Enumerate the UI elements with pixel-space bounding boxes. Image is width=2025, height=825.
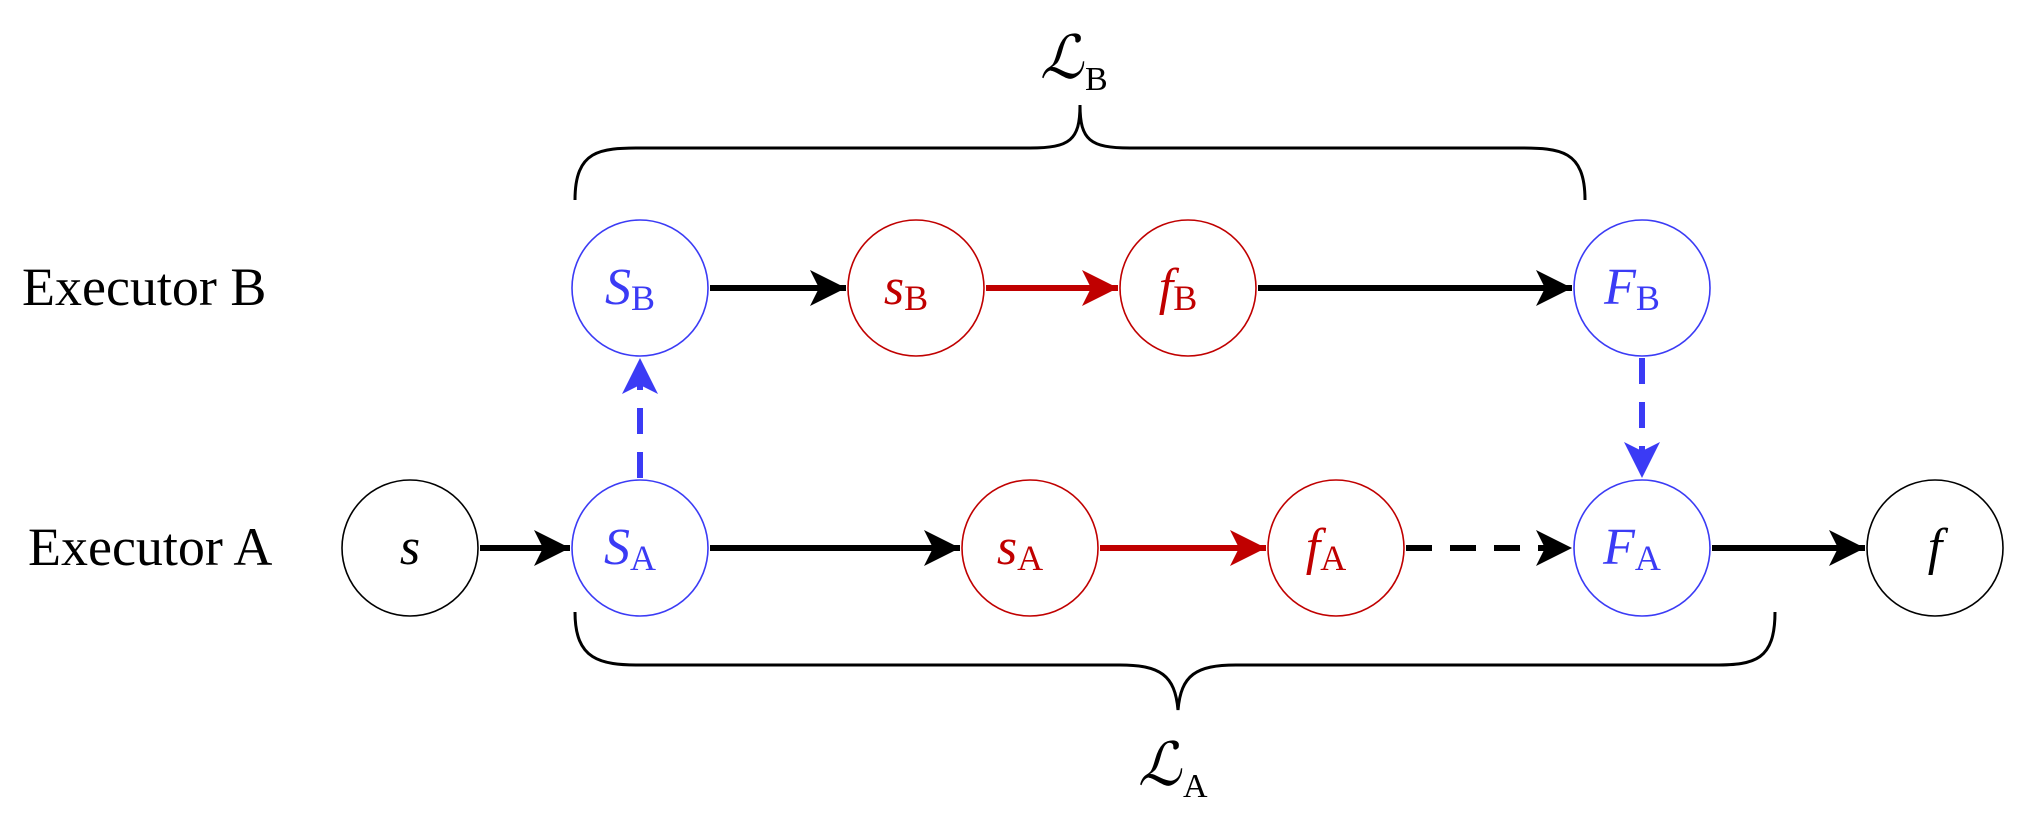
node-circle [1119, 219, 1257, 357]
nodes: s SA sA fA FA f SB sB fB FB [341, 219, 2004, 617]
node-circle [961, 479, 1099, 617]
node-fA: fA [1267, 479, 1405, 617]
node-circle [1866, 479, 2004, 617]
node-label: FA [1602, 519, 1661, 578]
node-FB: FB [1573, 219, 1711, 357]
node-circle [571, 479, 709, 617]
node-label: sB [884, 259, 928, 318]
node-label: sA [997, 519, 1043, 578]
node-f: f [1866, 479, 2004, 617]
node-sA: sA [961, 479, 1099, 617]
edges [480, 270, 1865, 566]
node-circle [571, 219, 709, 357]
executor-a-label: Executor A [28, 517, 272, 577]
svg-text:ℒ: ℒ [1040, 23, 1085, 93]
node-circle [341, 479, 479, 617]
executor-b-label: Executor B [22, 257, 266, 317]
top-brace-label: ℒ B [1040, 23, 1108, 98]
svg-text:B: B [1085, 61, 1108, 98]
top-brace [573, 104, 1587, 201]
node-fB: fB [1119, 219, 1257, 357]
node-SA: SA [571, 479, 709, 617]
node-label: FB [1603, 259, 1660, 318]
node-s: s [341, 479, 479, 617]
node-SB: SB [571, 219, 709, 357]
node-FA: FA [1573, 479, 1711, 617]
node-sB: sB [847, 219, 985, 357]
bottom-brace-label: ℒ A [1138, 730, 1208, 805]
bottom-brace [573, 611, 1777, 711]
node-label: SA [604, 519, 656, 578]
svg-text:A: A [1183, 768, 1208, 805]
node-circle [1573, 219, 1711, 357]
svg-text:ℒ: ℒ [1138, 730, 1183, 800]
node-circle [1573, 479, 1711, 617]
node-label: SB [605, 259, 655, 318]
node-circle [847, 219, 985, 357]
node-circle [1267, 479, 1405, 617]
node-label: s [400, 519, 420, 576]
